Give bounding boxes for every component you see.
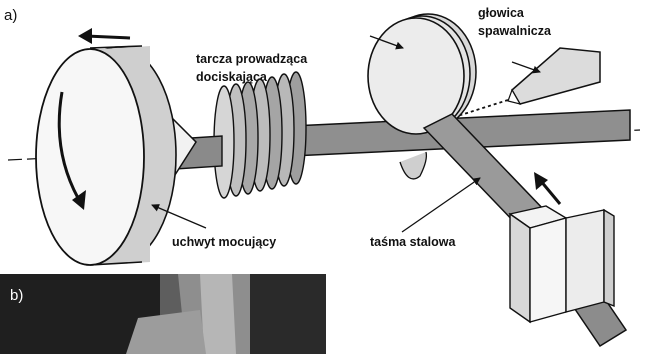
leader-welding-head bbox=[512, 62, 540, 72]
panel-label-a: a) bbox=[4, 7, 17, 24]
direction-arrow-left bbox=[78, 28, 130, 44]
guide-pressure-disc-springs bbox=[214, 72, 306, 198]
label-guide-disc-line1: tarcza prowadząca bbox=[196, 52, 308, 66]
counterweight bbox=[400, 152, 426, 179]
feed-arrow bbox=[534, 172, 560, 204]
label-guide-disc-line2: dociskająca bbox=[196, 70, 268, 84]
leader-steel-strip bbox=[402, 178, 480, 232]
label-steel-strip: taśma stalowa bbox=[370, 235, 457, 249]
panel-label-b: b) bbox=[10, 287, 23, 304]
photo-panel-b: b) bbox=[0, 274, 326, 354]
label-welding-head-line2: spawalnicza bbox=[478, 24, 552, 38]
pressure-wheel bbox=[368, 14, 476, 134]
chuck-wheel bbox=[36, 46, 176, 266]
label-chuck: uchwyt mocujący bbox=[172, 235, 276, 249]
label-welding-head-line1: głowica bbox=[478, 6, 525, 20]
